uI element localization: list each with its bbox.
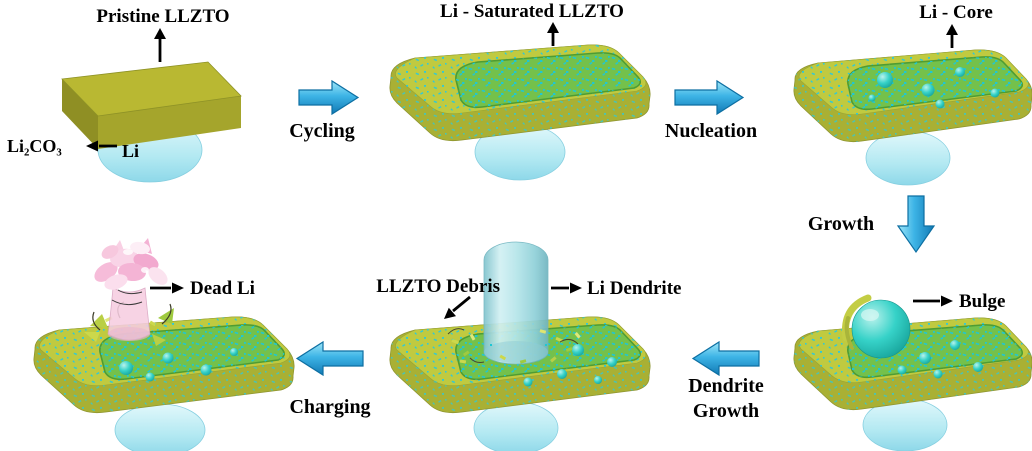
li-core-spheres: [523, 344, 617, 387]
stage-li-core: Li - Core: [793, 2, 1032, 186]
right-arrow: [913, 295, 953, 307]
growth-arrow-icon: [896, 195, 936, 254]
interior-speckles: [847, 56, 1023, 110]
bulge-highlight: [861, 309, 879, 321]
slab-left-face: [62, 79, 98, 149]
li2co3-label: Li₂CO₃: [7, 136, 62, 156]
li-dendrite-label: Li Dendrite: [587, 278, 681, 299]
slab-top-face: [61, 61, 242, 117]
transition-dendrite-growth: Dendrite Growth: [688, 340, 764, 422]
stage-dendrite: LLZTO Debris Li Dendrite: [376, 241, 681, 451]
nucleation-arrow-icon: [674, 79, 745, 116]
interior-speckles: [455, 52, 641, 108]
li-label: Li: [122, 141, 139, 161]
up-arrow: [154, 28, 166, 62]
dendrite-growth-label-line2: Growth: [693, 400, 759, 422]
bulge-sphere: [851, 299, 911, 359]
interior-speckles: [99, 324, 285, 380]
dendrite-growth-arrow-icon: [691, 340, 760, 377]
dead-li-annotation-arrow: [150, 282, 184, 294]
up-arrow: [547, 22, 559, 46]
transition-cycling: Cycling: [289, 79, 360, 142]
charging-label: Charging: [289, 396, 370, 418]
left-arrow: [86, 140, 117, 152]
stage-bulge: Bulge: [793, 291, 1032, 451]
growth-label: Growth: [808, 213, 874, 235]
debris-label: LLZTO Debris: [376, 276, 500, 297]
li-core-spheres: [897, 340, 983, 379]
stage-label: Pristine LLZTO: [96, 6, 229, 27]
dendrite-annotation-arrow: [551, 282, 582, 294]
stage-saturated: Li - Saturated LLZTO: [389, 1, 651, 181]
stage-label: Dead Li: [190, 278, 255, 299]
up-arrow: [946, 24, 958, 48]
li-core-spheres: [119, 348, 238, 382]
charging-arrow-icon: [295, 340, 364, 377]
stage-pristine: Pristine LLZTO Li₂CO₃ Li: [7, 6, 242, 183]
transition-nucleation: Nucleation: [665, 79, 757, 142]
pedestal: [865, 130, 951, 186]
transition-growth: Growth: [808, 195, 936, 254]
stage-dead-li: Dead Li: [33, 238, 295, 451]
pedestal: [114, 403, 206, 451]
bulge-rim-inner: [844, 316, 854, 350]
nucleation-label: Nucleation: [665, 120, 757, 142]
debris-annotation-arrow: [444, 295, 471, 319]
dead-li-flower: [84, 238, 174, 346]
li-core-spheres: [868, 67, 1000, 109]
cycling-label: Cycling: [289, 120, 355, 142]
llzto-debris-fragments: [446, 328, 581, 364]
transition-charging: Charging: [289, 340, 371, 418]
slab-front-face: [98, 96, 241, 149]
pedestal: [473, 401, 559, 451]
stage-label: Li - Core: [919, 2, 993, 23]
stage-label: Li - Saturated LLZTO: [440, 1, 624, 22]
cylinder-base-shadow: [484, 341, 548, 363]
dendrite-growth-label-line1: Dendrite: [688, 375, 764, 397]
cycling-arrow-icon: [298, 79, 360, 116]
stage-label: Bulge: [959, 291, 1005, 312]
